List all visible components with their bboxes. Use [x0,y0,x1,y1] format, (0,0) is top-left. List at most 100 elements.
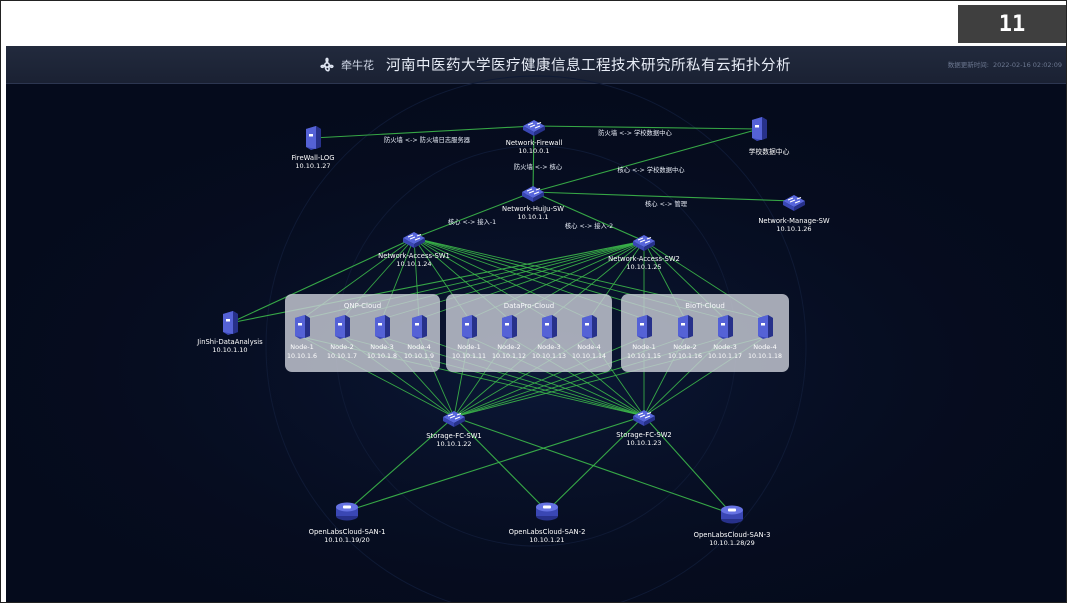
server-icon [306,126,321,150]
cluster-node[interactable]: Node-310.10.1.13 [532,315,566,360]
logo-text: 牵牛花 [341,59,374,72]
node-ip: 10.10.0.1 [518,147,549,155]
node-ip: 10.10.1.24 [396,260,431,268]
server-icon [752,117,767,141]
cluster-node[interactable]: Node-2 10.10.1.16 [668,315,702,360]
node-name: Storage-FC-SW2 [616,431,672,439]
cluster-node[interactable]: Node-410.10.1.9 [404,315,434,360]
server-icon [718,315,733,339]
link-fw-log [312,125,535,139]
cluster-title: DataPro-Cloud [504,302,554,310]
node-ip: 10.10.1.23 [626,439,661,447]
update-time: 数据更新时间:2022-02-16 02:02:09 [944,59,1062,69]
server-icon [375,315,390,339]
node-ip: 10.10.1.26 [776,225,811,233]
cluster-box [621,294,789,372]
server-icon [462,315,477,339]
node-ip: 10.10.1.15 [627,353,661,360]
node-name: Node-4 [753,343,776,351]
server-icon [542,315,557,339]
node-name: Network-Access-SW2 [608,255,680,263]
node-ip: 10.10.1.21 [529,536,564,544]
server-icon [295,315,310,339]
link-core-manage [532,191,795,202]
node-name: Node-3 [370,343,393,351]
link-label-core-school: 核心 <-> 学校数据中心 [617,165,685,174]
link-core-access1 [413,191,534,239]
cluster-title: BioTi-Cloud [685,302,725,310]
node-name: Node-4 [577,343,600,351]
node-name: Node-4 [407,343,430,351]
cluster-node[interactable]: Node-2 10.10.1.7 [327,315,357,360]
server-icon [412,315,427,339]
server-icon [223,311,238,335]
link-label-core-access1: 核心 <-> 接入-1 [448,217,496,226]
cluster-node[interactable]: Node-1 10.10.1.11 [452,315,486,360]
link-fc1-san3 [453,416,733,515]
node-name: Node-3 [537,343,560,351]
node-ip: 10.10.1.11 [452,353,486,360]
cluster-node[interactable]: Node-4 10.10.1.18 [748,315,782,360]
storage-icon [336,502,358,521]
node-name: Node-2 [330,343,353,351]
link-label-fw-core: 防火墙 <-> 核心 [514,162,563,171]
node-san2[interactable]: OpenLabsCloud-SAN-210.10.1.21 [509,502,586,545]
node-name: Network-Access-SW1 [378,252,450,260]
node-name: Network-Manage-SW [758,217,830,225]
cluster-node[interactable]: Node-2 10.10.1.12 [492,315,526,360]
node-san3[interactable]: OpenLabsCloud-SAN-310.10.1.28/29 [694,505,771,548]
node-name: Node-1 [457,343,480,351]
cluster-node[interactable]: Node-4 10.10.1.14 [572,315,606,360]
node-san1[interactable]: OpenLabsCloud-SAN-110.10.1.19/20 [309,502,386,545]
node-ip: 10.10.1.1 [517,213,548,221]
link-label-core-manage: 核心 <-> 管理 [645,199,688,208]
link-label-fw-school: 防火墙 <-> 学校数据中心 [598,128,672,137]
cluster-node[interactable]: Node-310.10.1.17 [708,315,742,360]
link-fc2-san2 [546,415,645,512]
server-icon [335,315,350,339]
node-name: Node-2 [673,343,696,351]
link-fw-school [533,125,760,130]
cluster-node[interactable]: Node-310.10.1.8 [367,315,397,360]
link-fc2-san1 [346,415,645,512]
server-icon [502,315,517,339]
node-ip: 10.10.1.18 [748,353,782,360]
flower-logo-icon [320,57,334,72]
storage-icon [721,505,743,524]
node-ip: 10.10.1.22 [436,440,471,448]
node-school-dc[interactable]: 学校数据中心 [749,117,790,156]
node-name: Node-2 [497,343,520,351]
node-name: Network-Firewall [506,139,563,147]
server-icon [678,315,693,339]
node-ip: 10.10.1.27 [295,162,330,170]
node-name: Storage-FC-SW1 [426,432,482,440]
server-icon [758,315,773,339]
link-node-fc1 [453,336,645,418]
cluster-node[interactable]: Node-110.10.1.15 [627,315,661,360]
node-ip: 10.10.1.7 [327,353,357,360]
dashboard-header: 牵牛花 河南中医药大学医疗健康信息工程技术研究所私有云拓扑分析 数据更新时间:2… [6,46,1066,84]
cluster-qnp-cloud[interactable]: QNP-CloudNode-110.10.1.6Node-210.10.1.7N… [285,294,440,372]
update-time-label: 数据更新时间: [947,61,989,69]
cluster-node[interactable]: Node-110.10.1.6 [287,315,317,360]
node-name: Node-3 [713,343,736,351]
node-ip: 10.10.1.16 [668,353,702,360]
page-title: 河南中医药大学医疗健康信息工程技术研究所私有云拓扑分析 [386,58,791,74]
server-icon [582,315,597,339]
server-icon [637,315,652,339]
brand-logo: 牵牛花 [316,55,374,75]
node-ip: 10.10.1.14 [572,353,606,360]
node-ip: 10.10.1.12 [492,353,526,360]
